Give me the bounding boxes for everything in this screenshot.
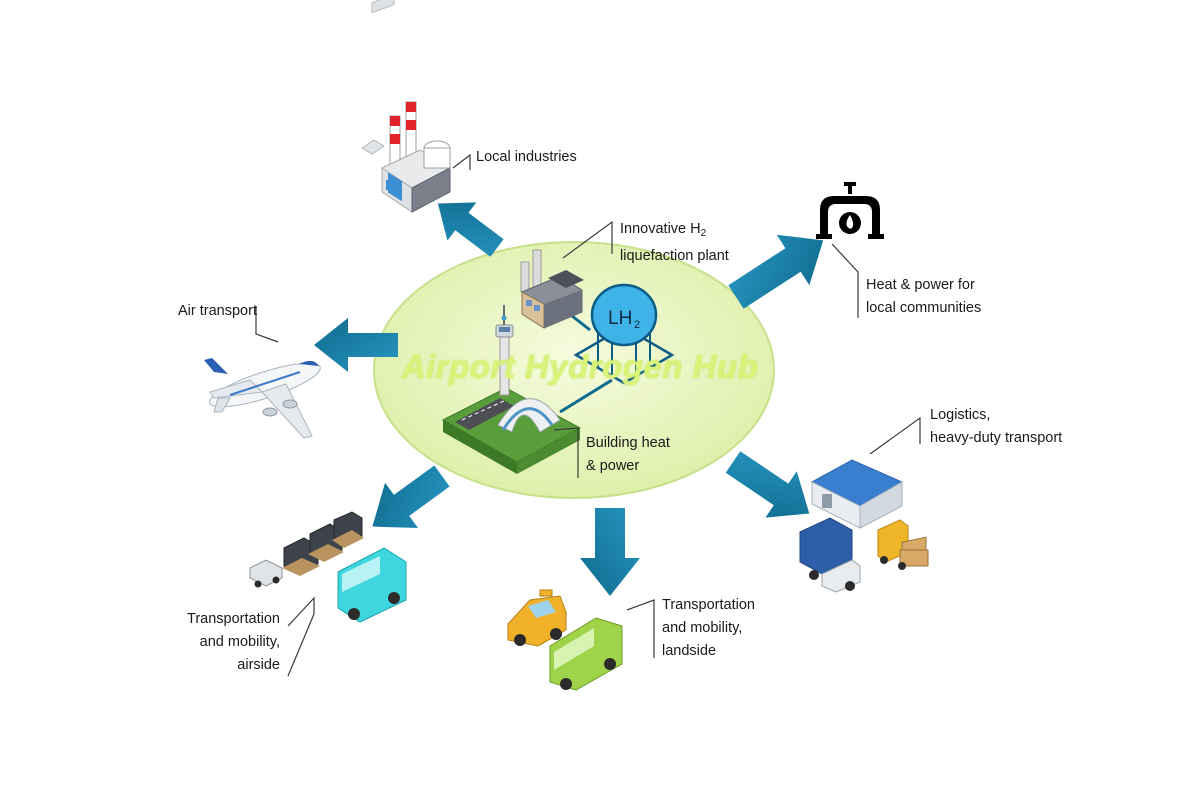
arrow-logistics: [725, 451, 810, 518]
arrow-mobility-airside: [372, 465, 450, 529]
label-building-heat-power: Building heat & power: [586, 435, 670, 474]
taxi-bus-icon: [507, 589, 623, 691]
hub-title: Airport Hydrogen Hub: [401, 348, 759, 385]
airplane-icon: [204, 358, 321, 439]
label-air-transport: Air transport: [178, 303, 257, 319]
arrow-air-transport: [314, 318, 398, 372]
tank-label: LH: [608, 308, 632, 329]
control-tower-terminal-icon: [441, 305, 582, 474]
arrow-mobility-landside: [580, 508, 640, 596]
factory-icon: [361, 0, 452, 213]
arrow-local-industries: [437, 202, 504, 257]
label-heat-power-communities: Heat & power for local communities: [866, 277, 982, 316]
baggage-cart-bus-icon: [249, 511, 407, 623]
gas-pipe-flame-icon: [816, 182, 884, 239]
label-mobility-landside: Transportation and mobility, landside: [662, 597, 755, 659]
leader-lines: [255, 153, 921, 677]
lh2-tank-icon: LH 2: [573, 283, 675, 385]
liquefaction-plant-icon: [520, 249, 584, 329]
label-logistics: Logistics, heavy-duty transport: [930, 407, 1063, 446]
arrow-heat-power-communities: [728, 234, 824, 309]
label-liquefaction-plant: Innovative H2 liquefaction plant: [620, 221, 729, 264]
warehouse-truck-forklift-icon: [799, 459, 929, 593]
label-local-industries: Local industries: [476, 149, 577, 165]
tank-subscript: 2: [634, 319, 640, 331]
label-mobility-airside: Transportation and mobility, airside: [187, 611, 280, 673]
